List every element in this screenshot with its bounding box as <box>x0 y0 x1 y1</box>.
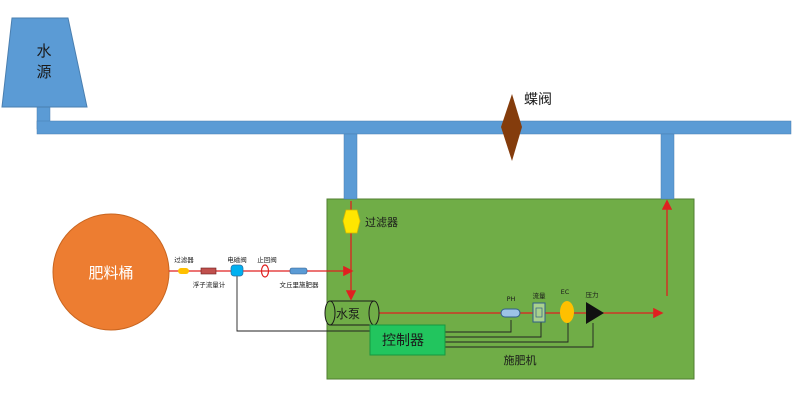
main-pipeline <box>36 106 792 200</box>
water-pump-label: 水泵 <box>336 307 360 321</box>
small-filter-icon <box>178 268 189 274</box>
flow-sensor-label: 流量 <box>533 291 547 300</box>
pressure-sensor-label: 压力 <box>586 290 599 299</box>
solenoid-valve-label: 电磁阀 <box>227 255 247 264</box>
inlet-filter-icon <box>342 209 361 234</box>
water-pump-icon <box>324 300 380 326</box>
fertilizer-tank-label: 肥料桶 <box>88 264 133 282</box>
float-flowmeter-icon <box>200 267 217 275</box>
float-flowmeter-label: 浮子流量计 <box>193 280 226 289</box>
butterfly-valve-icon <box>501 94 522 161</box>
water-source-label-2: 源 <box>36 63 51 81</box>
water-source-label-1: 水 <box>36 42 51 60</box>
solenoid-valve-icon <box>230 264 244 277</box>
fertigation-machine-label: 施肥机 <box>504 353 537 367</box>
check-valve-label: 止回阀 <box>257 255 277 264</box>
small-filter-label: 过滤器 <box>174 255 194 264</box>
ph-sensor-label: PH <box>507 295 516 303</box>
ec-sensor-icon <box>560 301 574 323</box>
controller-box <box>369 324 446 356</box>
venturi-icon <box>289 267 308 275</box>
check-valve-icon <box>260 264 270 278</box>
water-source-tank <box>1 17 88 108</box>
controller-label: 控制器 <box>382 333 424 349</box>
fertilizer-tank <box>52 213 170 331</box>
venturi-label: 文丘里施肥器 <box>280 280 320 289</box>
ph-sensor-icon <box>500 308 521 318</box>
butterfly-valve-label: 蝶阀 <box>524 92 552 108</box>
ec-sensor-label: EC <box>561 288 570 296</box>
inlet-filter-label: 过滤器 <box>365 216 398 229</box>
flow-sensor-icon <box>532 302 546 323</box>
pressure-sensor-icon <box>586 302 604 324</box>
